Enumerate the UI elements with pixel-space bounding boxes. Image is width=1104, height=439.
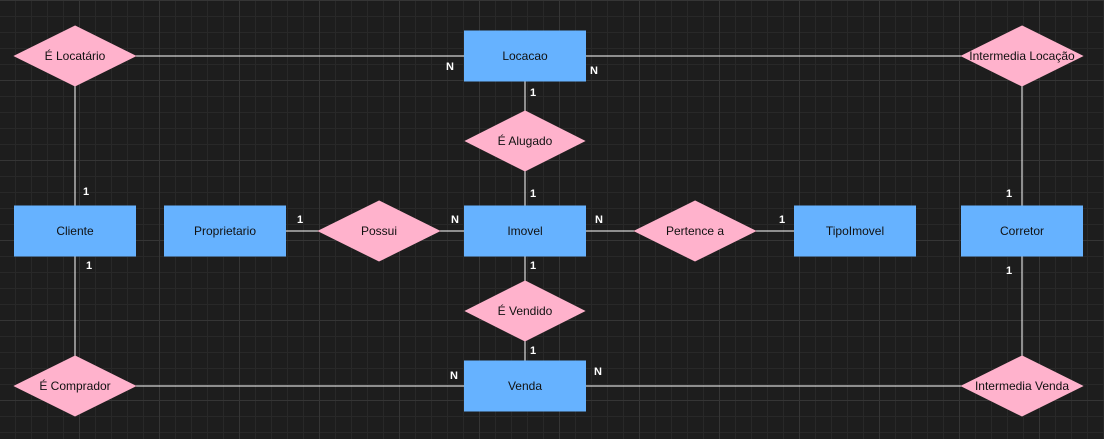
cardinality-e-alugado-to-imovel: 1 <box>530 188 536 200</box>
relationship-diamond <box>464 280 586 342</box>
cardinality-intermedia-venda-to-corretor: 1 <box>1006 265 1012 277</box>
relationship-intermedia-locacao[interactable]: Intermedia Locação <box>960 25 1084 87</box>
cardinality-intermedia-venda-to-venda: N <box>594 366 602 378</box>
entity-label: Locacao <box>502 49 548 63</box>
entity-box <box>794 205 916 257</box>
relationship-diamond <box>960 25 1084 87</box>
relationship-diamond <box>633 200 757 262</box>
relationship-diamond <box>960 355 1084 417</box>
cardinality-e-vendido-to-venda: 1 <box>530 345 536 357</box>
relationship-diamond <box>13 355 137 417</box>
entity-box <box>961 205 1083 257</box>
relationship-intermedia-venda[interactable]: Intermedia Venda <box>960 355 1084 417</box>
relationship-diamond <box>13 25 137 87</box>
entity-locacao[interactable]: Locacao <box>464 30 586 82</box>
entity-proprietario[interactable]: Proprietario <box>164 205 286 257</box>
relationship-e-comprador[interactable]: É Comprador <box>13 355 137 417</box>
cardinality-intermedia-locacao-to-locacao: N <box>590 65 598 77</box>
cardinality-possui-to-imovel: N <box>451 214 459 226</box>
entity-venda[interactable]: Venda <box>464 360 586 412</box>
relationship-label: É Locatário <box>45 48 106 63</box>
relationship-label: Possui <box>361 224 397 238</box>
entity-box <box>14 205 136 257</box>
entity-corretor[interactable]: Corretor <box>961 205 1083 257</box>
entity-box <box>464 360 586 412</box>
relationship-label: Intermedia Locação <box>969 49 1075 63</box>
relationship-label: É Comprador <box>39 378 110 393</box>
relationship-e-locatario[interactable]: É Locatário <box>13 25 137 87</box>
entity-box <box>464 30 586 82</box>
relationship-e-vendido[interactable]: É Vendido <box>464 280 586 342</box>
entity-label: Corretor <box>1000 224 1044 238</box>
entity-box <box>464 205 586 257</box>
relationship-label: É Alugado <box>498 133 553 148</box>
relationship-diamond <box>464 110 586 172</box>
cardinality-e-comprador-to-cliente: 1 <box>86 260 92 272</box>
entity-label: Venda <box>508 379 542 393</box>
cardinality-e-comprador-to-venda: N <box>450 370 458 382</box>
relationship-pertence-a[interactable]: Pertence a <box>633 200 757 262</box>
edges-layer <box>74 55 1023 387</box>
cardinality-possui-to-proprietario: 1 <box>297 214 303 226</box>
cardinality-pertence-a-to-tipoimovel: 1 <box>779 214 785 226</box>
cardinality-intermedia-locacao-to-corretor: 1 <box>1006 188 1012 200</box>
cardinality-pertence-a-to-imovel: N <box>595 214 603 226</box>
relationship-label: Intermedia Venda <box>975 379 1069 393</box>
cardinality-e-vendido-to-imovel: 1 <box>530 260 536 272</box>
relationship-possui[interactable]: Possui <box>317 200 441 262</box>
entity-tipoimovel[interactable]: TipoImovel <box>794 205 916 257</box>
entity-label: Imovel <box>507 224 542 238</box>
cardinality-e-locatario-to-locacao: N <box>446 61 454 73</box>
entity-imovel[interactable]: Imovel <box>464 205 586 257</box>
relationship-label: É Vendido <box>498 303 553 318</box>
relationship-diamond <box>317 200 441 262</box>
entity-cliente[interactable]: Cliente <box>14 205 136 257</box>
entity-label: Proprietario <box>194 224 256 238</box>
cardinality-e-alugado-to-locacao: 1 <box>530 87 536 99</box>
relationship-e-alugado[interactable]: É Alugado <box>464 110 586 172</box>
relationship-label: Pertence a <box>666 224 724 238</box>
entity-label: TipoImovel <box>826 224 884 238</box>
entity-label: Cliente <box>56 224 94 238</box>
entity-box <box>164 205 286 257</box>
cardinality-e-locatario-to-cliente: 1 <box>83 186 89 198</box>
